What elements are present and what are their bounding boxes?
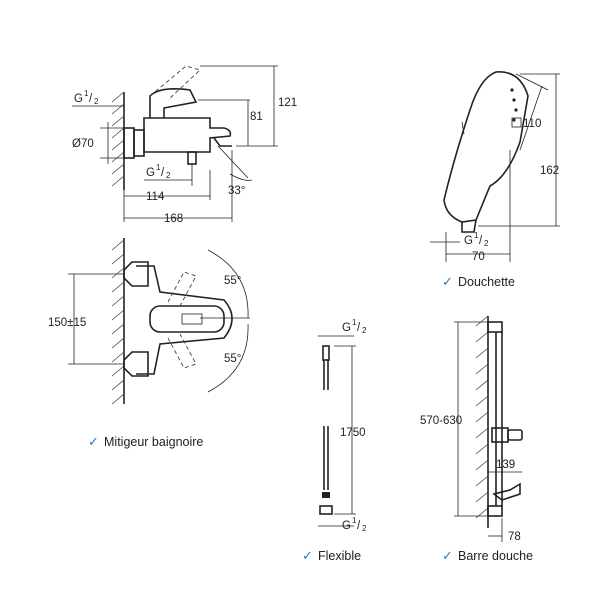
dim-1750: 1750 xyxy=(340,427,366,439)
svg-text:2: 2 xyxy=(484,239,489,248)
svg-text:1: 1 xyxy=(84,89,89,98)
svg-text:1: 1 xyxy=(352,516,357,525)
wall-hatch-barre xyxy=(475,315,489,519)
hose-collar xyxy=(322,492,330,498)
rosace xyxy=(123,127,135,159)
caption-douchette-text: Douchette xyxy=(458,275,515,289)
svg-text:/: / xyxy=(161,167,165,179)
barre-douche-view: 570-630 139 78 xyxy=(420,315,523,543)
nozzle-dots xyxy=(510,88,518,122)
spout-outlet xyxy=(213,137,232,147)
handle-raised-outline xyxy=(149,65,201,101)
lever-badge xyxy=(181,313,203,325)
mixer-front-body xyxy=(136,265,233,375)
eccentric-top xyxy=(123,261,149,287)
dim-162: 162 xyxy=(540,165,559,177)
svg-text:2: 2 xyxy=(166,171,171,180)
thread-label-top: G 1 / 2 xyxy=(74,89,99,106)
douchette-view: 110 162 G 1 / 2 70 xyxy=(430,71,560,263)
svg-text:G: G xyxy=(464,235,473,247)
svg-text:1: 1 xyxy=(474,231,479,240)
soap-dish xyxy=(492,482,521,501)
hand-shower-connector xyxy=(461,219,477,233)
svg-text:G: G xyxy=(342,520,351,532)
caption-mitigeur: ✓ Mitigeur baignoire xyxy=(88,434,203,449)
dim-139: 139 xyxy=(496,459,515,471)
mitigeur-side-view: 121 81 G 1 / 2 Ø70 G 1 / 2 33° xyxy=(72,65,297,225)
dim-110: 110 xyxy=(523,118,541,130)
dim-angle-55-down: 55° xyxy=(224,353,241,365)
connector xyxy=(133,129,145,157)
caption-flexible-text: Flexible xyxy=(318,549,361,563)
svg-text:/: / xyxy=(357,520,361,532)
lever-front xyxy=(149,305,225,333)
check-icon: ✓ xyxy=(302,548,313,563)
arc-up xyxy=(207,249,249,319)
check-icon: ✓ xyxy=(88,434,99,449)
caption-barre: ✓ Barre douche xyxy=(442,548,533,563)
thread-label-flexible-bottom: G 1 / 2 xyxy=(342,516,367,533)
slider-holder xyxy=(507,429,523,441)
flexible-view: G 1 / 2 1750 G 1 / 2 xyxy=(318,318,367,533)
bar-bracket-bottom xyxy=(487,505,503,517)
dim-70: 70 xyxy=(472,251,485,263)
diverter-knob xyxy=(187,151,197,165)
svg-text:/: / xyxy=(357,322,361,334)
mixer-body xyxy=(143,117,232,153)
check-icon: ✓ xyxy=(442,548,453,563)
dim-angle-55-up: 55° xyxy=(224,275,241,287)
eccentric-bottom xyxy=(123,351,149,377)
wall-hatch xyxy=(111,91,125,187)
caption-mitigeur-text: Mitigeur baignoire xyxy=(104,435,203,449)
thread-label-douchette: G 1 / 2 xyxy=(464,231,489,248)
svg-text:G: G xyxy=(74,93,83,105)
svg-text:1: 1 xyxy=(352,318,357,327)
spray-button xyxy=(461,121,465,135)
svg-text:G: G xyxy=(146,167,155,179)
thread-label-flexible-top: G 1 / 2 xyxy=(342,318,367,335)
dim-angle-33: 33° xyxy=(228,185,245,197)
svg-text:/: / xyxy=(89,93,93,105)
hose-bottom-nut xyxy=(319,505,333,515)
svg-text:2: 2 xyxy=(94,97,99,106)
arc-down xyxy=(207,323,249,393)
dim-150: 150±15 xyxy=(48,317,86,329)
wall-hatch-front xyxy=(111,239,125,405)
caption-barre-text: Barre douche xyxy=(458,549,533,563)
svg-text:/: / xyxy=(479,235,483,247)
dim-570-630: 570-630 xyxy=(420,415,462,427)
svg-text:G: G xyxy=(342,322,351,334)
lever-rotated-down xyxy=(167,333,197,369)
slider xyxy=(491,427,509,443)
svg-text:1: 1 xyxy=(156,163,161,172)
hand-shower-head xyxy=(443,71,529,223)
svg-text:2: 2 xyxy=(362,326,367,335)
thread-label-bottom: G 1 / 2 xyxy=(146,163,171,180)
dim-diag-line xyxy=(519,85,543,151)
dim-81: 81 xyxy=(250,111,263,123)
square-icon xyxy=(511,117,522,128)
hose-top-nut xyxy=(322,345,330,361)
bar-bracket-top xyxy=(487,321,503,333)
lever-rotated-up xyxy=(167,271,197,307)
mixer-handle xyxy=(149,88,198,118)
caption-flexible: ✓ Flexible xyxy=(302,548,361,563)
dim-114: 114 xyxy=(146,191,165,203)
mitigeur-front-view: 55° 55° 150±15 xyxy=(48,238,250,405)
dim-diameter: Ø70 xyxy=(72,138,94,150)
dim-78: 78 xyxy=(508,531,521,543)
check-icon: ✓ xyxy=(442,274,453,289)
caption-douchette: ✓ Douchette xyxy=(442,274,515,289)
dim-168: 168 xyxy=(164,213,183,225)
svg-text:2: 2 xyxy=(362,524,367,533)
dim-121: 121 xyxy=(278,97,297,109)
